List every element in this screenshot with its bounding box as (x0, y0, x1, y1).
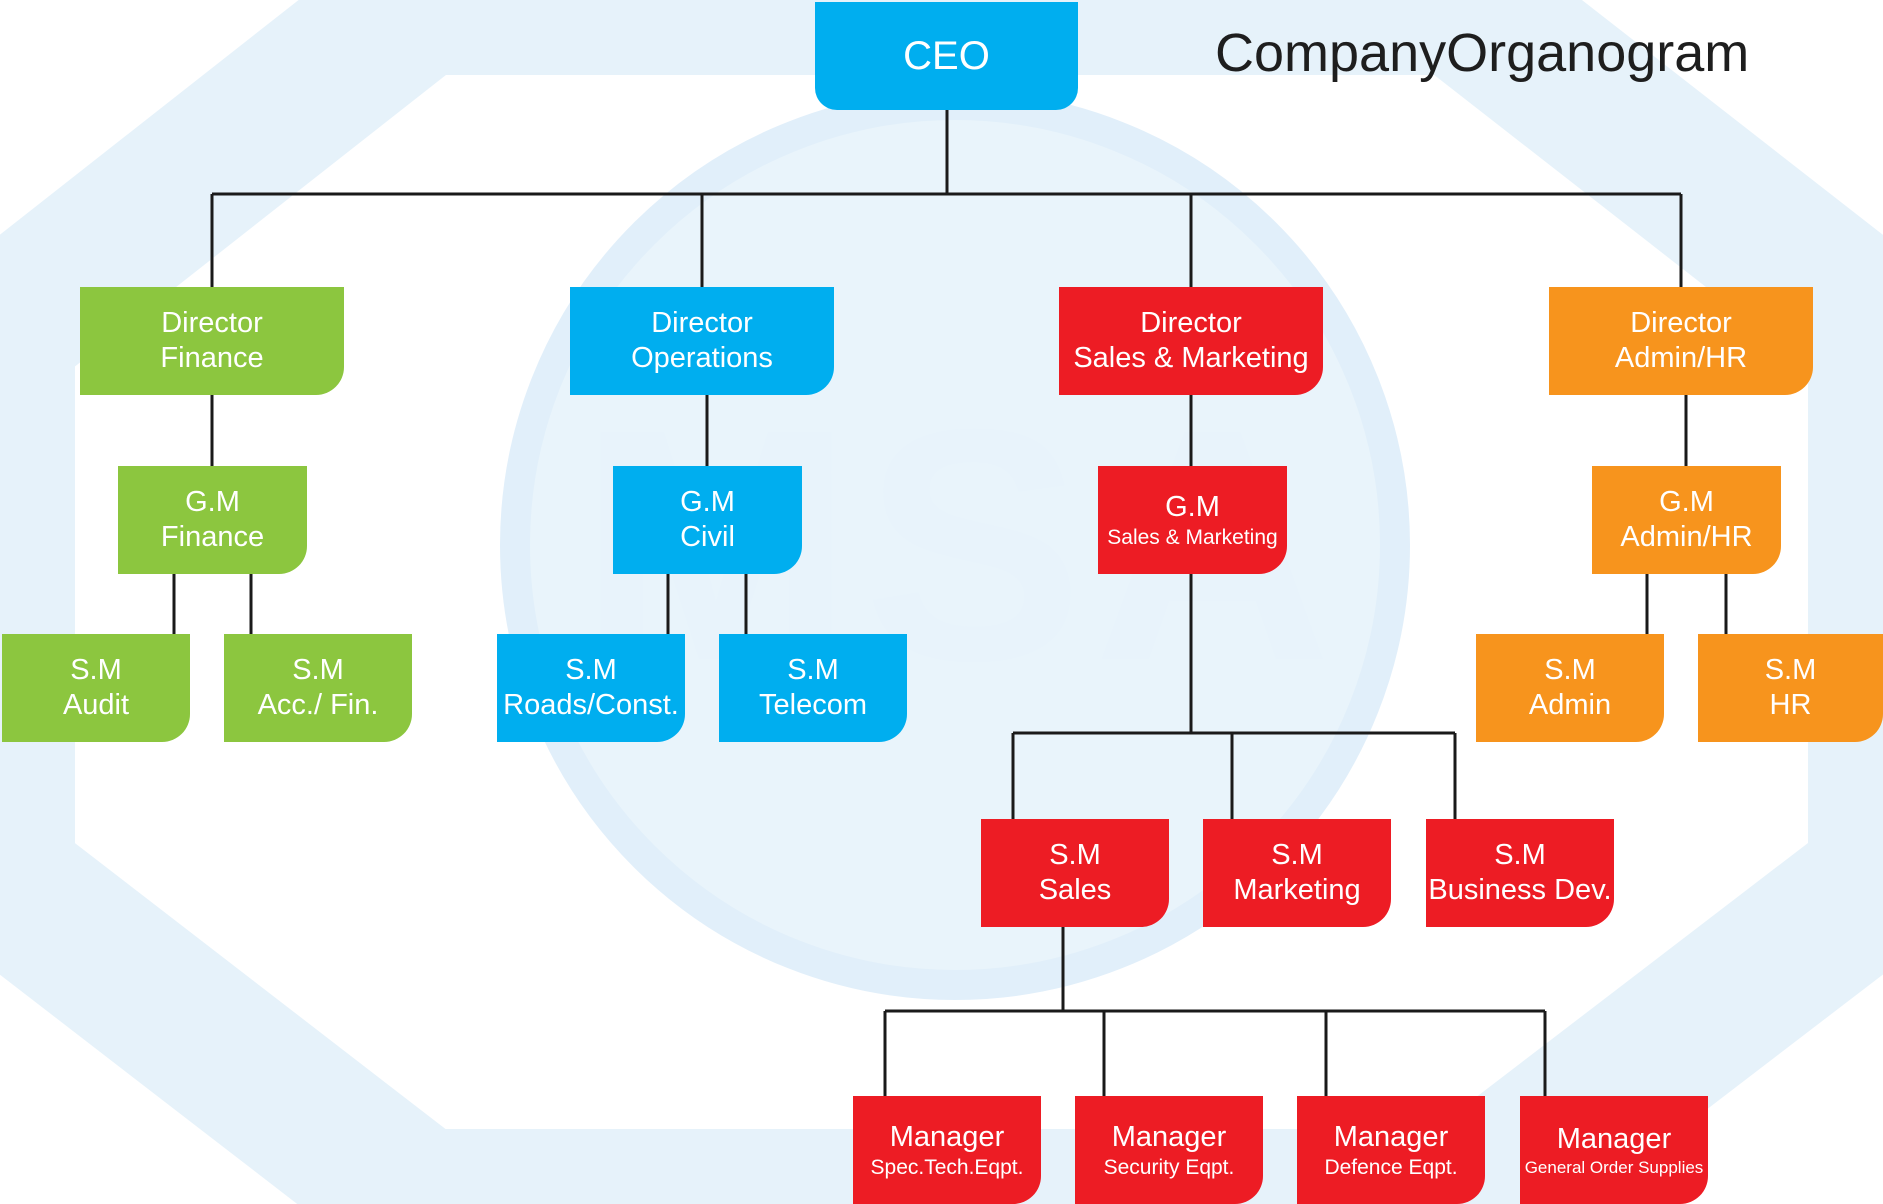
node-sm-admin: S.M Admin (1476, 634, 1664, 742)
node-title: Director (1630, 307, 1732, 339)
node-sm-audit: S.M Audit (2, 634, 190, 742)
node-gm-sales-marketing: G.M Sales & Marketing (1098, 466, 1287, 574)
node-title: S.M (565, 654, 617, 686)
node-subtitle: Admin/HR (1614, 342, 1748, 374)
node-subtitle: Audit (62, 689, 130, 721)
node-manager-defence-eqpt: Manager Defence Eqpt. (1297, 1096, 1485, 1204)
node-subtitle: Finance (160, 521, 265, 553)
node-subtitle: Sales & Marketing (1107, 525, 1278, 549)
node-subtitle: Civil (680, 521, 735, 553)
node-subtitle: Sales & Marketing (1073, 342, 1309, 374)
node-subtitle: General Order Supplies (1524, 1157, 1704, 1177)
node-title: CEO (903, 34, 990, 78)
node-sm-telecom: S.M Telecom (719, 634, 907, 742)
node-gm-finance: G.M Finance (118, 466, 307, 574)
node-title: Manager (1111, 1120, 1227, 1153)
node-manager-security-eqpt: Manager Security Eqpt. (1075, 1096, 1263, 1204)
node-sm-hr: S.M HR (1698, 634, 1883, 742)
node-title: S.M (1049, 839, 1101, 871)
node-title: Manager (1556, 1122, 1672, 1155)
node-title: G.M (1659, 486, 1714, 518)
node-title: S.M (292, 654, 344, 686)
node-title: G.M (185, 486, 240, 518)
node-subtitle: Business Dev. (1428, 874, 1612, 906)
node-subtitle: Acc./ Fin. (257, 689, 379, 721)
node-title: Manager (1333, 1120, 1449, 1153)
node-subtitle: Operations (631, 342, 773, 374)
node-subtitle: Sales (1038, 874, 1112, 906)
node-gm-civil: G.M Civil (613, 466, 802, 574)
node-title: S.M (787, 654, 839, 686)
node-title: S.M (1494, 839, 1546, 871)
node-director-finance: Director Finance (80, 287, 344, 395)
node-sm-marketing: S.M Marketing (1203, 819, 1391, 927)
node-sm-acc-fin: S.M Acc./ Fin. (224, 634, 412, 742)
node-subtitle: Admin (1528, 689, 1612, 721)
node-title: S.M (1544, 654, 1596, 686)
node-director-operations: Director Operations (570, 287, 834, 395)
node-director-admin-hr: Director Admin/HR (1549, 287, 1813, 395)
node-title: Manager (889, 1120, 1005, 1153)
node-subtitle: Spec.Tech.Eqpt. (870, 1155, 1024, 1179)
node-subtitle: Roads/Const. (503, 689, 679, 721)
node-title: S.M (1271, 839, 1323, 871)
node-gm-admin-hr: G.M Admin/HR (1592, 466, 1781, 574)
node-title: S.M (70, 654, 122, 686)
node-subtitle: Security Eqpt. (1103, 1155, 1235, 1179)
node-title: G.M (680, 486, 735, 518)
node-subtitle: Defence Eqpt. (1324, 1155, 1458, 1179)
node-subtitle: Finance (160, 342, 264, 374)
chart-title: CompanyOrganogram (1215, 23, 1750, 83)
node-sm-business-dev: S.M Business Dev. (1426, 819, 1614, 927)
node-title: Director (161, 307, 263, 339)
node-title: S.M (1764, 654, 1817, 686)
node-sm-sales: S.M Sales (981, 819, 1169, 927)
node-title: G.M (1165, 490, 1220, 523)
node-subtitle: HR (1769, 689, 1812, 721)
node-title: Director (1140, 307, 1242, 339)
node-subtitle: Marketing (1233, 874, 1361, 906)
node-manager-general-order-supplies: Manager General Order Supplies (1520, 1096, 1708, 1204)
node-sm-roads-const: S.M Roads/Const. (497, 634, 685, 742)
node-ceo: CEO (815, 2, 1078, 110)
node-subtitle: Telecom (759, 689, 867, 721)
node-manager-spec-tech-eqpt: Manager Spec.Tech.Eqpt. (853, 1096, 1041, 1204)
node-title: Director (651, 307, 753, 339)
node-subtitle: Admin/HR (1620, 521, 1753, 553)
node-director-sales-marketing: Director Sales & Marketing (1059, 287, 1323, 395)
